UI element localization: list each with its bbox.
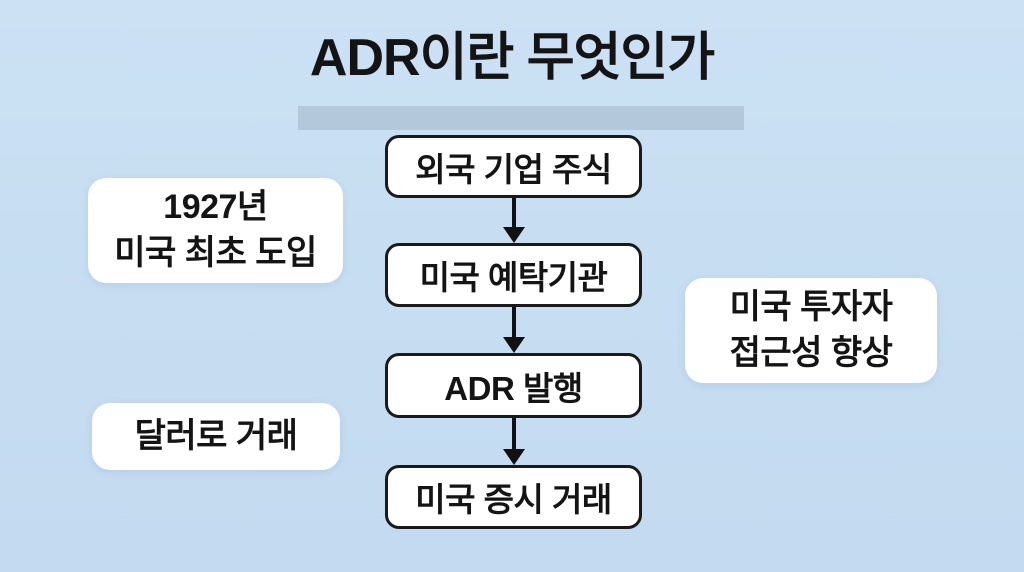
title-highlight-bar <box>298 106 744 130</box>
arrow-shaft <box>512 198 516 227</box>
note-dollar-trading: 달러로 거래 <box>92 403 340 470</box>
flow-arrow-down-1 <box>503 198 525 243</box>
note-line: 접근성 향상 <box>729 333 893 372</box>
arrow-shaft <box>512 307 516 337</box>
note-line: 달러로 거래 <box>134 416 298 455</box>
flow-step-depositary: 미국 예탁기관 <box>385 243 642 307</box>
flow-arrow-down-2 <box>503 307 525 353</box>
flow-step-foreign-stock: 외국 기업 주식 <box>385 135 642 198</box>
flow-step-label: 미국 예탁기관 <box>419 259 608 296</box>
note-line: 미국 투자자 <box>729 287 893 326</box>
flow-arrow-down-3 <box>503 418 525 465</box>
arrow-down-icon <box>503 227 525 243</box>
flow-step-label: 외국 기업 주식 <box>415 150 612 188</box>
note-line: 미국 최초 도입 <box>114 233 317 272</box>
flow-step-label: 미국 증시 거래 <box>415 481 612 518</box>
arrow-down-icon <box>503 449 525 465</box>
note-investor-access: 미국 투자자 접근성 향상 <box>685 278 937 383</box>
arrow-shaft <box>512 418 516 449</box>
page-title: ADR이란 무엇인가 <box>309 29 715 87</box>
flow-step-label: ADR 발행 <box>444 369 583 407</box>
flow-step-us-market-trading: 미국 증시 거래 <box>385 465 642 529</box>
note-line: 1927년 <box>163 187 268 226</box>
arrow-down-icon <box>503 337 525 353</box>
flow-step-adr-issue: ADR 발행 <box>385 353 642 418</box>
note-first-introduced: 1927년 미국 최초 도입 <box>88 178 343 283</box>
title-block: ADR이란 무엇인가 <box>0 29 1024 130</box>
